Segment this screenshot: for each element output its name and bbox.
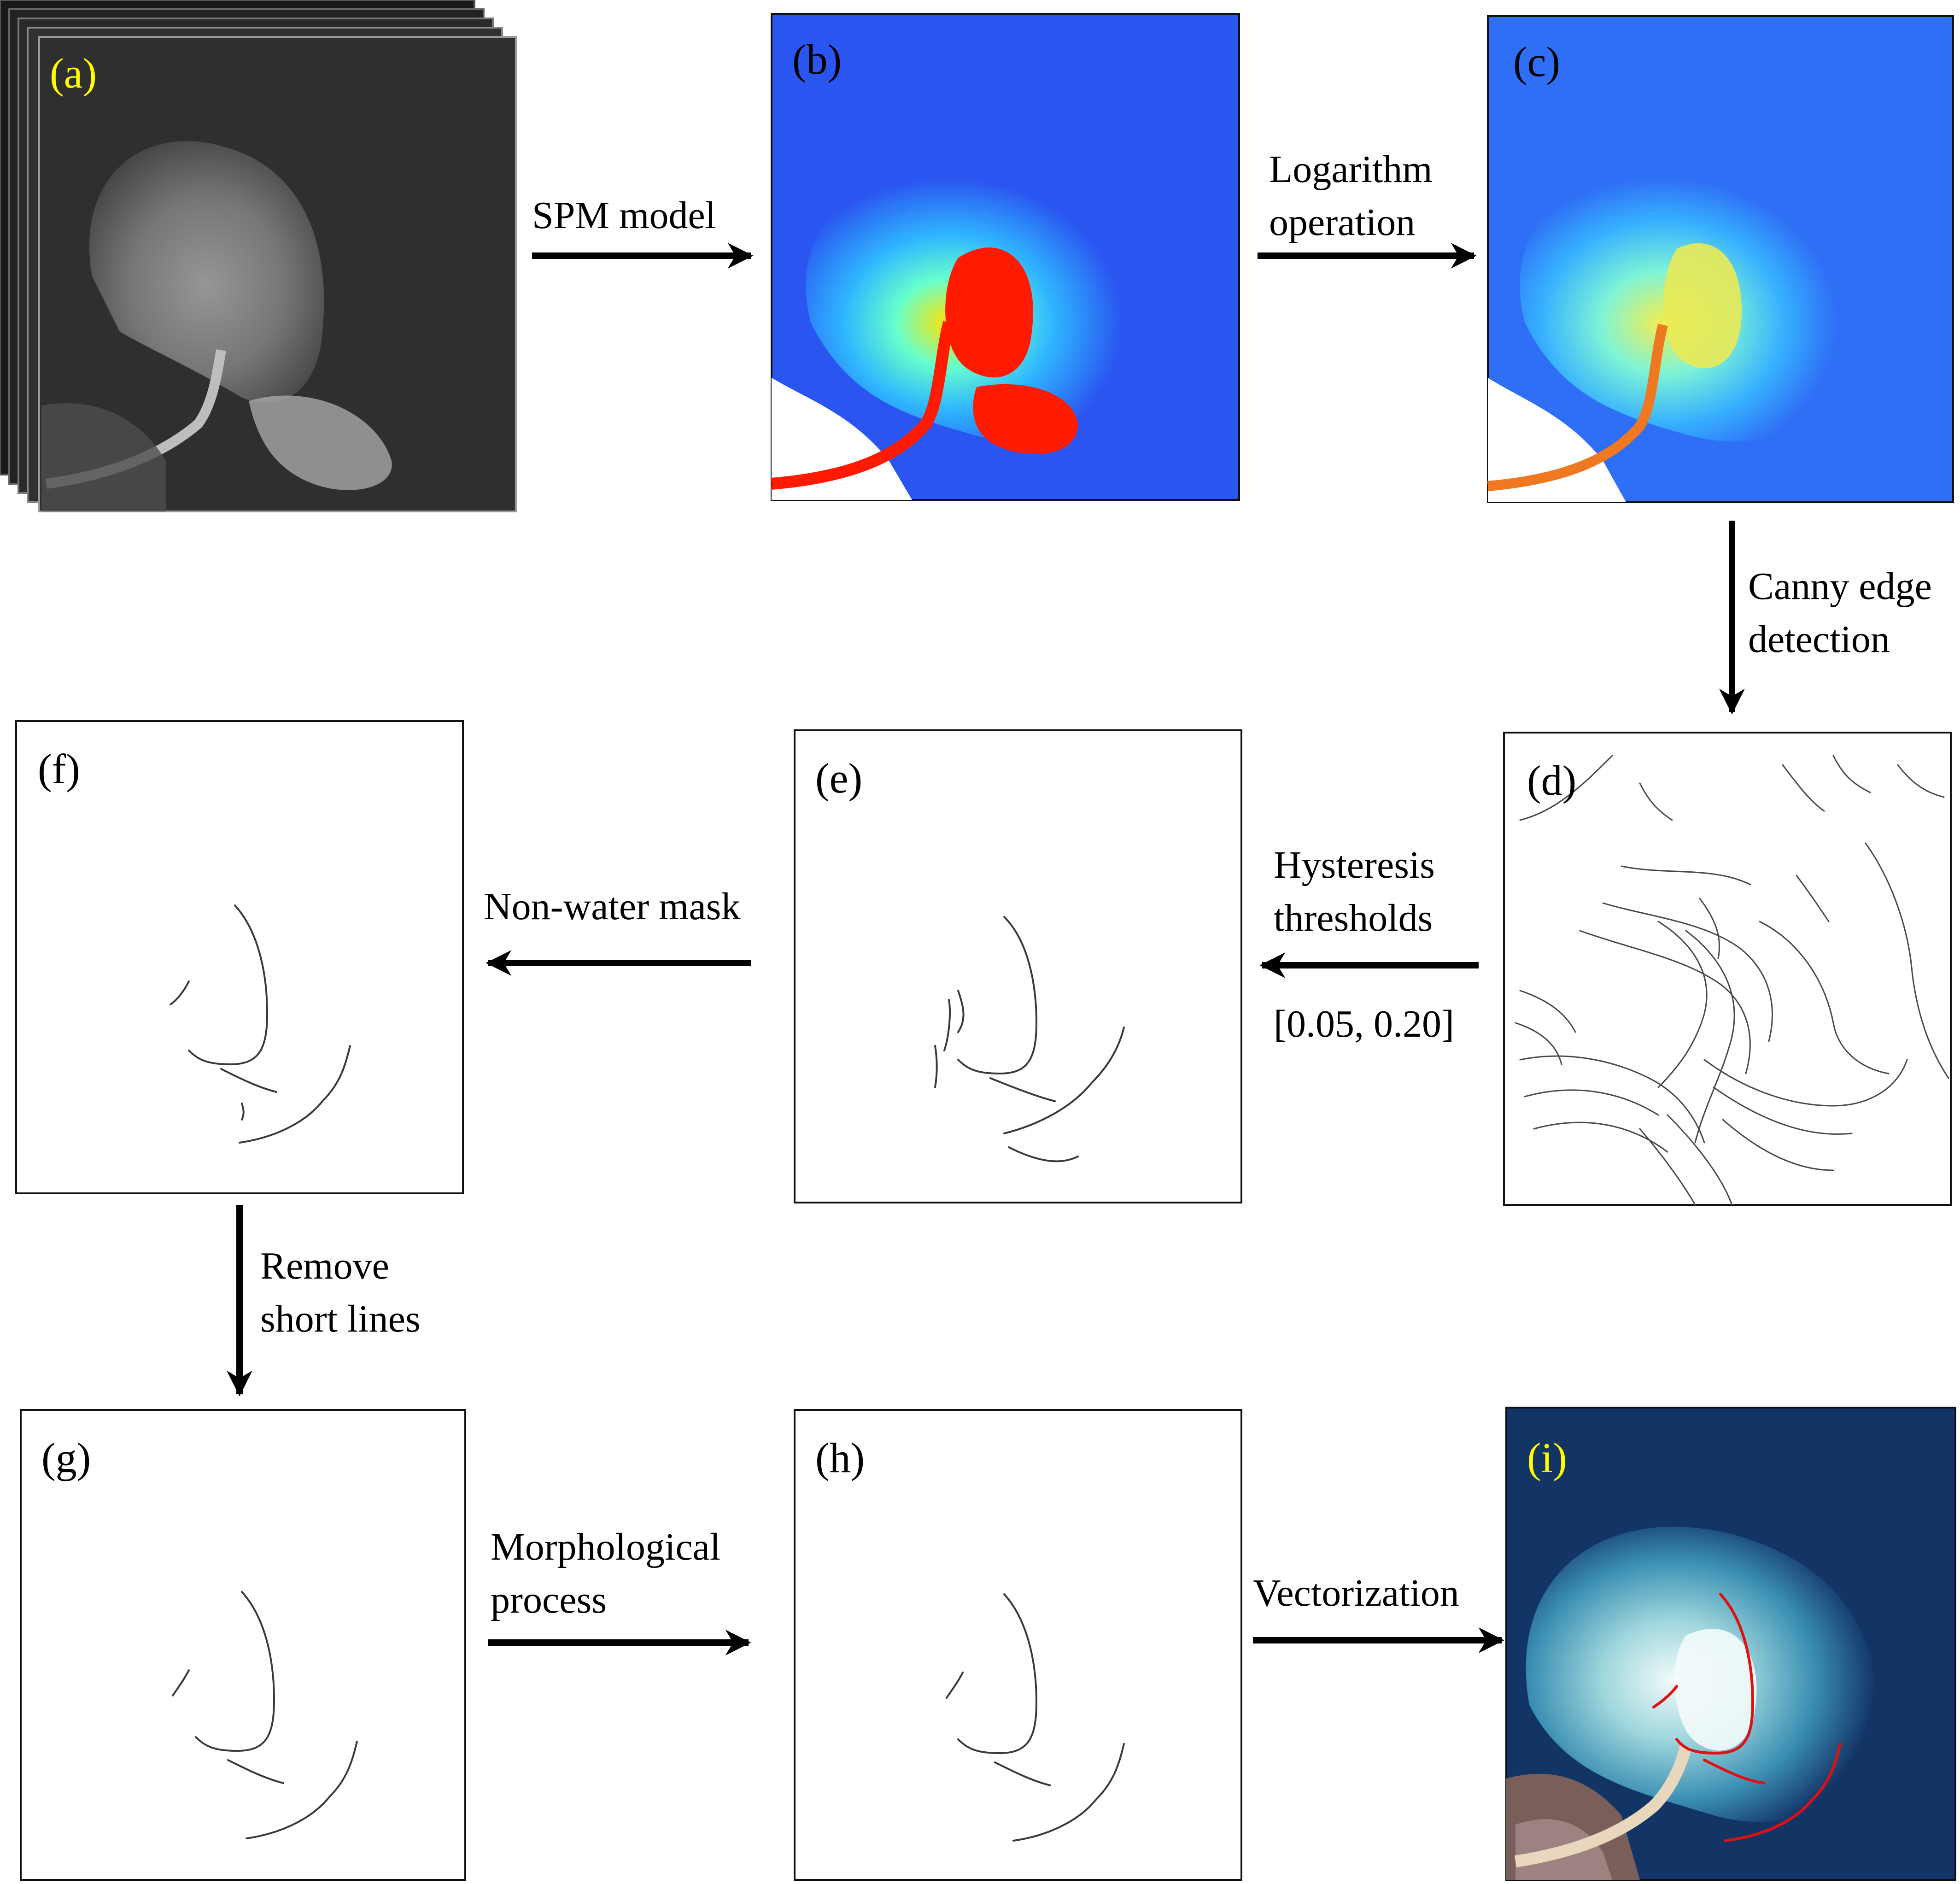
spm-plume-core — [945, 247, 1033, 378]
panel-d: (d) — [1503, 732, 1952, 1206]
step-label-canny: Canny edge detection — [1748, 565, 1942, 661]
plume-core — [1674, 1628, 1757, 1751]
panel-a: (a) — [0, 0, 517, 512]
panel-e: (e) — [794, 729, 1242, 1203]
log-land-mask — [1488, 378, 1626, 502]
masked-edges — [170, 904, 351, 1144]
masked-image — [15, 720, 464, 1194]
step-label-remove-short-lines: Remove short lines — [260, 1244, 421, 1340]
spm-plume-lobe — [973, 384, 1078, 454]
filtered-edges — [172, 1591, 358, 1839]
panel-tag-e: (e) — [815, 755, 862, 802]
morph-edges — [946, 1593, 1125, 1842]
panel-f: (f) — [15, 720, 464, 1194]
canny-image — [1503, 732, 1952, 1206]
step-label-non-water-mask: Non-water mask — [484, 885, 740, 928]
extracted-coastline — [1652, 1593, 1842, 1842]
spm-land-mask — [772, 378, 912, 500]
panel-tag-d: (d) — [1527, 757, 1576, 804]
river-channel — [1515, 1744, 1692, 1867]
spm-river-channel — [771, 321, 955, 490]
hysteresis-edges — [934, 916, 1125, 1162]
step-label-hysteresis: Hysteresis thresholds — [1274, 844, 1445, 939]
panel-tag-c: (c) — [1513, 38, 1560, 85]
filtered-image — [20, 1409, 466, 1881]
panel-tag-i: (i) — [1527, 1434, 1567, 1481]
log-plume-core — [1663, 243, 1742, 369]
step-label-spm-model: SPM model — [532, 194, 716, 237]
panel-tag-b: (b) — [792, 36, 842, 83]
panel-i: (i) — [1505, 1407, 1956, 1881]
step-label-logarithm: Logarithm operation — [1269, 148, 1442, 244]
panel-tag-g: (g) — [41, 1434, 91, 1481]
gray-plume-shape — [89, 141, 324, 403]
step-label-threshold-range: [0.05, 0.20] — [1274, 1003, 1454, 1045]
gray-land — [41, 403, 166, 511]
panel-c: (c) — [1487, 15, 1954, 503]
morph-image — [794, 1409, 1242, 1881]
gray-plume-lobe — [249, 395, 392, 490]
panel-b: (b) — [771, 13, 1240, 501]
panel-tag-f: (f) — [38, 745, 80, 792]
panel-h: (h) — [794, 1409, 1242, 1881]
step-label-morphological: Morphological process — [491, 1526, 730, 1621]
panel-tag-a: (a) — [50, 50, 97, 97]
step-label-vectorization: Vectorization — [1253, 1572, 1459, 1614]
canny-edges — [1515, 755, 1949, 1206]
panel-g: (g) — [20, 1409, 466, 1881]
panel-tag-h: (h) — [815, 1434, 865, 1481]
hysteresis-image — [794, 729, 1242, 1203]
log-river-channel — [1487, 323, 1668, 491]
